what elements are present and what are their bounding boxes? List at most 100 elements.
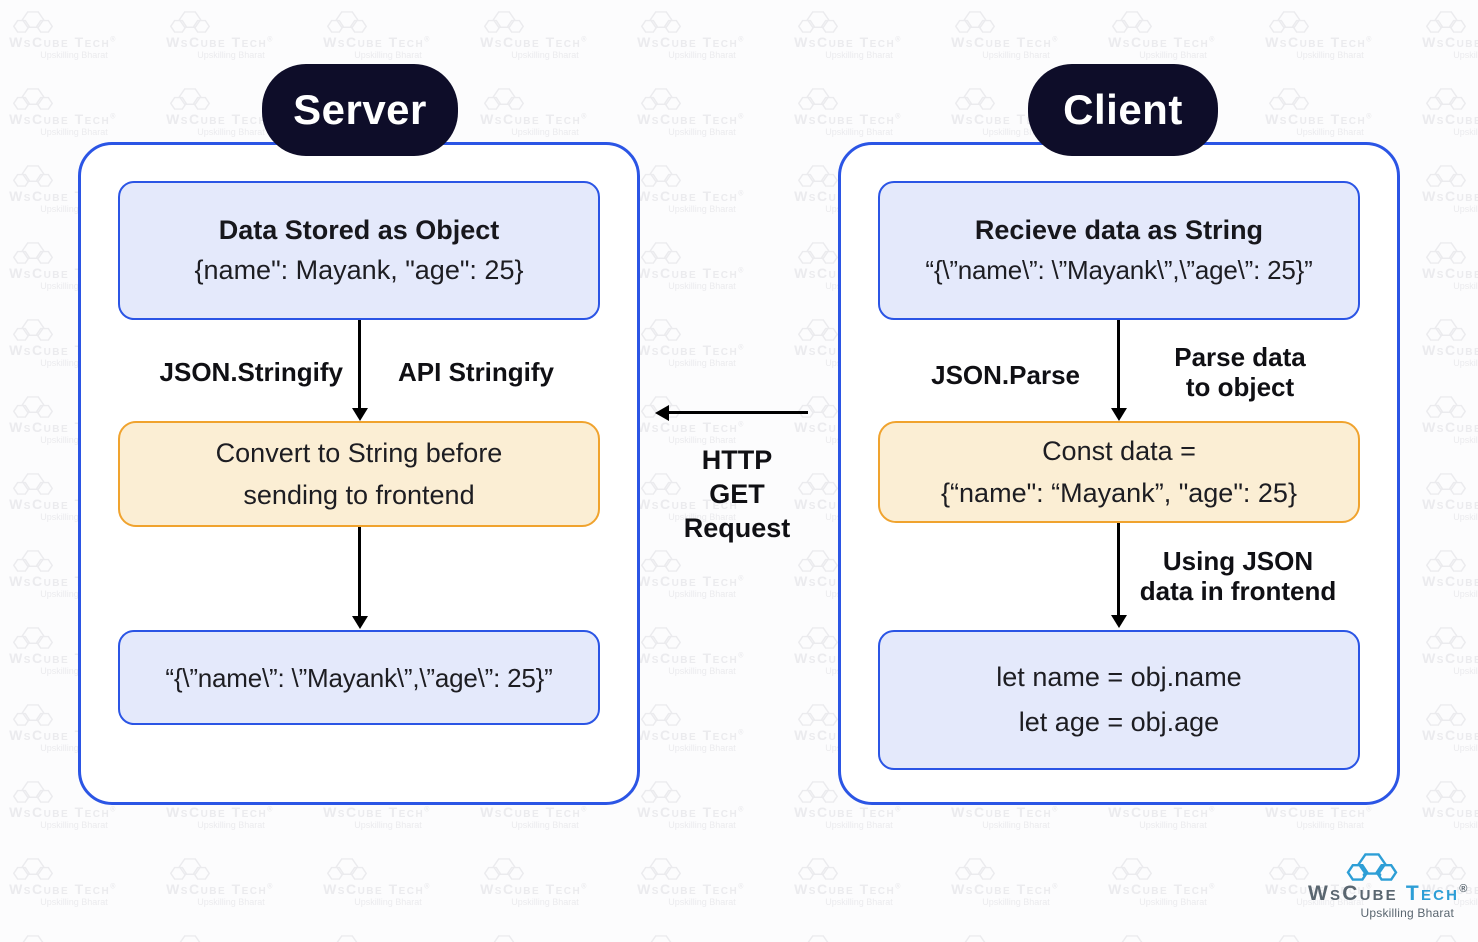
- wscube-hexagons-icon: [1425, 781, 1467, 803]
- watermark-brand-text: WsCube Tech®: [637, 342, 745, 358]
- wscube-hexagons-icon: [1425, 11, 1467, 33]
- watermark-tagline: Upskilling Bharat: [1453, 281, 1478, 291]
- watermark-tagline: Upskilling Bharat: [668, 358, 736, 368]
- server-title: Server: [293, 86, 427, 133]
- client-parse-note: Parse data to object: [1140, 342, 1340, 402]
- client-const-line2: {“name": “Mayank”, "age": 25}: [941, 478, 1297, 508]
- watermark-tagline: Upskilling Bharat: [1296, 50, 1364, 60]
- wscube-hexagons-icon: [954, 11, 996, 33]
- watermark-tagline: Upskilling Bharat: [1139, 897, 1207, 907]
- wscube-hexagons-icon: [12, 704, 54, 726]
- logo-brand-first: WsCube: [1308, 882, 1398, 905]
- watermark-tagline: Upskilling Bharat: [1453, 127, 1478, 137]
- watermark-tagline: Upskilling Bharat: [354, 820, 422, 830]
- wscube-hexagons-icon: [1111, 858, 1153, 880]
- wscube-hexagons-icon: [12, 781, 54, 803]
- client-using-note-line2: data in frontend: [1139, 576, 1337, 606]
- client-parse-note-line1: Parse data: [1174, 342, 1306, 372]
- wscube-hexagons-icon: [12, 550, 54, 572]
- client-const-box: Const data = {“name": “Mayank”, "age": 2…: [878, 421, 1360, 523]
- watermark-brand-text: WsCube Tech®: [9, 111, 117, 127]
- http-get-request-label: HTTP GET Request: [657, 443, 817, 545]
- watermark-tagline: Upskilling Bharat: [982, 820, 1050, 830]
- watermark-brand-text: WsCube Tech®: [637, 34, 745, 50]
- watermark-logo: WsCube Tech® Upskilling Bharat: [1415, 10, 1478, 60]
- wscube-hexagons-icon: [1425, 242, 1467, 264]
- watermark-tagline: Upskilling Bharat: [1453, 589, 1478, 599]
- watermark-brand-text: WsCube Tech®: [637, 650, 745, 666]
- wscube-hexagons-icon: [22, 935, 44, 942]
- watermark-brand-text: WsCube Tech®: [951, 804, 1059, 820]
- watermark-logo: WsCube Tech® Upskilling Bharat: [316, 934, 438, 942]
- watermark-brand-text: WsCube Tech®: [1422, 419, 1478, 435]
- watermark-brand-text: WsCube Tech®: [166, 804, 274, 820]
- wscube-hexagons-icon: [12, 242, 54, 264]
- watermark-brand-text: WsCube Tech®: [1108, 34, 1216, 50]
- server-convert-box: Convert to String before sending to fron…: [118, 421, 600, 527]
- wscube-hexagons-icon: [12, 858, 54, 880]
- watermark-logo: WsCube Tech® Upskilling Bharat: [1415, 549, 1478, 599]
- client-usage-line1: let name = obj.name: [996, 662, 1242, 692]
- wscube-hexagons-icon: [640, 550, 682, 572]
- watermark-tagline: Upskilling Bharat: [1453, 666, 1478, 676]
- watermark-logo: WsCube Tech® Upskilling Bharat: [630, 241, 752, 291]
- watermark-logo: WsCube Tech® Upskilling Bharat: [944, 934, 1066, 942]
- watermark-tagline: Upskilling Bharat: [354, 50, 422, 60]
- client-using-note: Using JSON data in frontend: [1128, 546, 1348, 606]
- watermark-tagline: Upskilling Bharat: [197, 897, 265, 907]
- watermark-brand-text: WsCube Tech®: [480, 34, 588, 50]
- wscube-hexagons-icon: [12, 396, 54, 418]
- watermark-brand-text: WsCube Tech®: [637, 188, 745, 204]
- watermark-brand-text: WsCube Tech®: [637, 419, 745, 435]
- watermark-brand-text: WsCube Tech®: [9, 34, 117, 50]
- server-object-box: Data Stored as Object {name": Mayank, "a…: [118, 181, 600, 320]
- watermark-logo: WsCube Tech® Upskilling Bharat: [630, 10, 752, 60]
- watermark-brand-text: WsCube Tech®: [1108, 881, 1216, 897]
- wscube-hexagons-icon: [12, 165, 54, 187]
- watermark-brand-text: WsCube Tech®: [1422, 804, 1478, 820]
- wscube-hexagons-icon: [1425, 627, 1467, 649]
- server-arrow-down-1-icon: [358, 320, 361, 409]
- watermark-tagline: Upskilling Bharat: [1453, 358, 1478, 368]
- transfer-line1: HTTP: [701, 445, 773, 475]
- watermark-tagline: Upskilling Bharat: [1139, 50, 1207, 60]
- server-object-box-title: Data Stored as Object: [218, 214, 500, 245]
- wscube-hexagons-icon: [640, 858, 682, 880]
- watermark-logo: WsCube Tech® Upskilling Bharat: [2, 857, 124, 907]
- watermark-logo: WsCube Tech® Upskilling Bharat: [1258, 10, 1380, 60]
- wscube-hexagons-icon: [12, 319, 54, 341]
- wscube-hexagons-icon: [493, 935, 515, 942]
- watermark-brand-text: WsCube Tech®: [1108, 804, 1216, 820]
- watermark-brand-text: WsCube Tech®: [1422, 573, 1478, 589]
- watermark-brand-text: WsCube Tech®: [323, 34, 431, 50]
- watermark-logo: WsCube Tech® Upskilling Bharat: [1415, 626, 1478, 676]
- watermark-brand-text: WsCube Tech®: [637, 804, 745, 820]
- watermark-tagline: Upskilling Bharat: [668, 666, 736, 676]
- client-using-note-line1: Using JSON: [1162, 546, 1314, 576]
- watermark-logo: WsCube Tech® Upskilling Bharat: [1415, 934, 1478, 942]
- wscube-hexagons-icon: [169, 858, 211, 880]
- wscube-hexagons-icon: [954, 858, 996, 880]
- watermark-logo: WsCube Tech® Upskilling Bharat: [473, 10, 595, 60]
- watermark-logo: WsCube Tech® Upskilling Bharat: [1101, 10, 1223, 60]
- wscube-hexagons-icon: [12, 473, 54, 495]
- watermark-tagline: Upskilling Bharat: [1296, 820, 1364, 830]
- server-api-stringify-label: API Stringify: [398, 357, 555, 387]
- wscube-hexagons-icon: [483, 858, 525, 880]
- watermark-logo: WsCube Tech® Upskilling Bharat: [630, 549, 752, 599]
- wscube-hexagons-icon: [954, 88, 996, 110]
- watermark-logo: WsCube Tech® Upskilling Bharat: [944, 10, 1066, 60]
- watermark-tagline: Upskilling Bharat: [668, 127, 736, 137]
- watermark-brand-text: WsCube Tech®: [794, 34, 902, 50]
- watermark-tagline: Upskilling Bharat: [668, 897, 736, 907]
- watermark-logo: WsCube Tech® Upskilling Bharat: [787, 87, 909, 137]
- watermark-logo: WsCube Tech® Upskilling Bharat: [316, 857, 438, 907]
- transfer-line3: Request: [683, 513, 791, 543]
- wscube-hexagons-icon: [640, 242, 682, 264]
- client-title: Client: [1063, 86, 1183, 133]
- wscube-hexagons-icon: [807, 935, 829, 942]
- wscube-hexagons-icon: [1425, 473, 1467, 495]
- watermark-brand-text: WsCube Tech®: [637, 573, 745, 589]
- wscube-hexagons-icon: [1121, 935, 1143, 942]
- wscube-logo-tagline: Upskilling Bharat: [1360, 906, 1454, 920]
